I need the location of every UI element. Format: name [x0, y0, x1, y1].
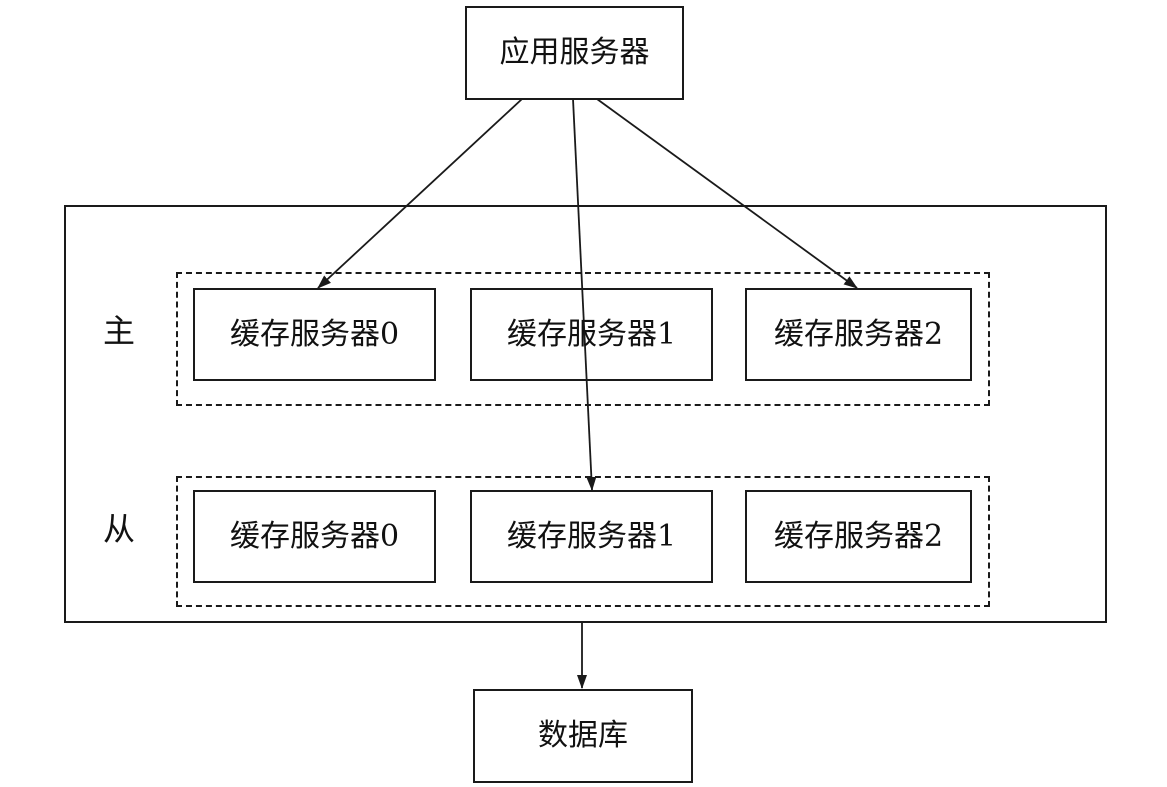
replica-group	[176, 476, 990, 607]
replica-cache-server-1: 缓存服务器1	[470, 490, 713, 583]
replica-cache-server-0: 缓存服务器0	[193, 490, 436, 583]
replica-row-label: 从	[103, 510, 136, 548]
primary-row-label: 主	[103, 312, 136, 350]
primary-cache-server-1-label: 缓存服务器1	[506, 316, 677, 352]
database-box: 数据库	[473, 689, 693, 783]
cache-cluster-container	[64, 205, 1107, 623]
arrow-app-to-primary-cache-0	[317, 98, 523, 289]
arrow-app-to-replica-cache-1	[572, 98, 597, 491]
primary-cache-server-1: 缓存服务器1	[470, 288, 713, 381]
primary-cache-server-2: 缓存服务器2	[745, 288, 972, 381]
replica-cache-server-0-label: 缓存服务器0	[229, 518, 400, 554]
primary-group	[176, 272, 990, 406]
replica-cache-server-1-label: 缓存服务器1	[506, 518, 677, 554]
database-label: 数据库	[538, 718, 628, 753]
arrow-app-to-primary-cache-2	[596, 98, 858, 289]
primary-cache-server-2-label: 缓存服务器2	[773, 316, 944, 352]
app-server-box: 应用服务器	[465, 6, 684, 100]
replica-cache-server-2-label: 缓存服务器2	[773, 518, 944, 554]
app-server-label: 应用服务器	[499, 35, 650, 70]
primary-cache-server-0: 缓存服务器0	[193, 288, 436, 381]
primary-cache-server-0-label: 缓存服务器0	[229, 316, 400, 352]
replica-cache-server-2: 缓存服务器2	[745, 490, 972, 583]
